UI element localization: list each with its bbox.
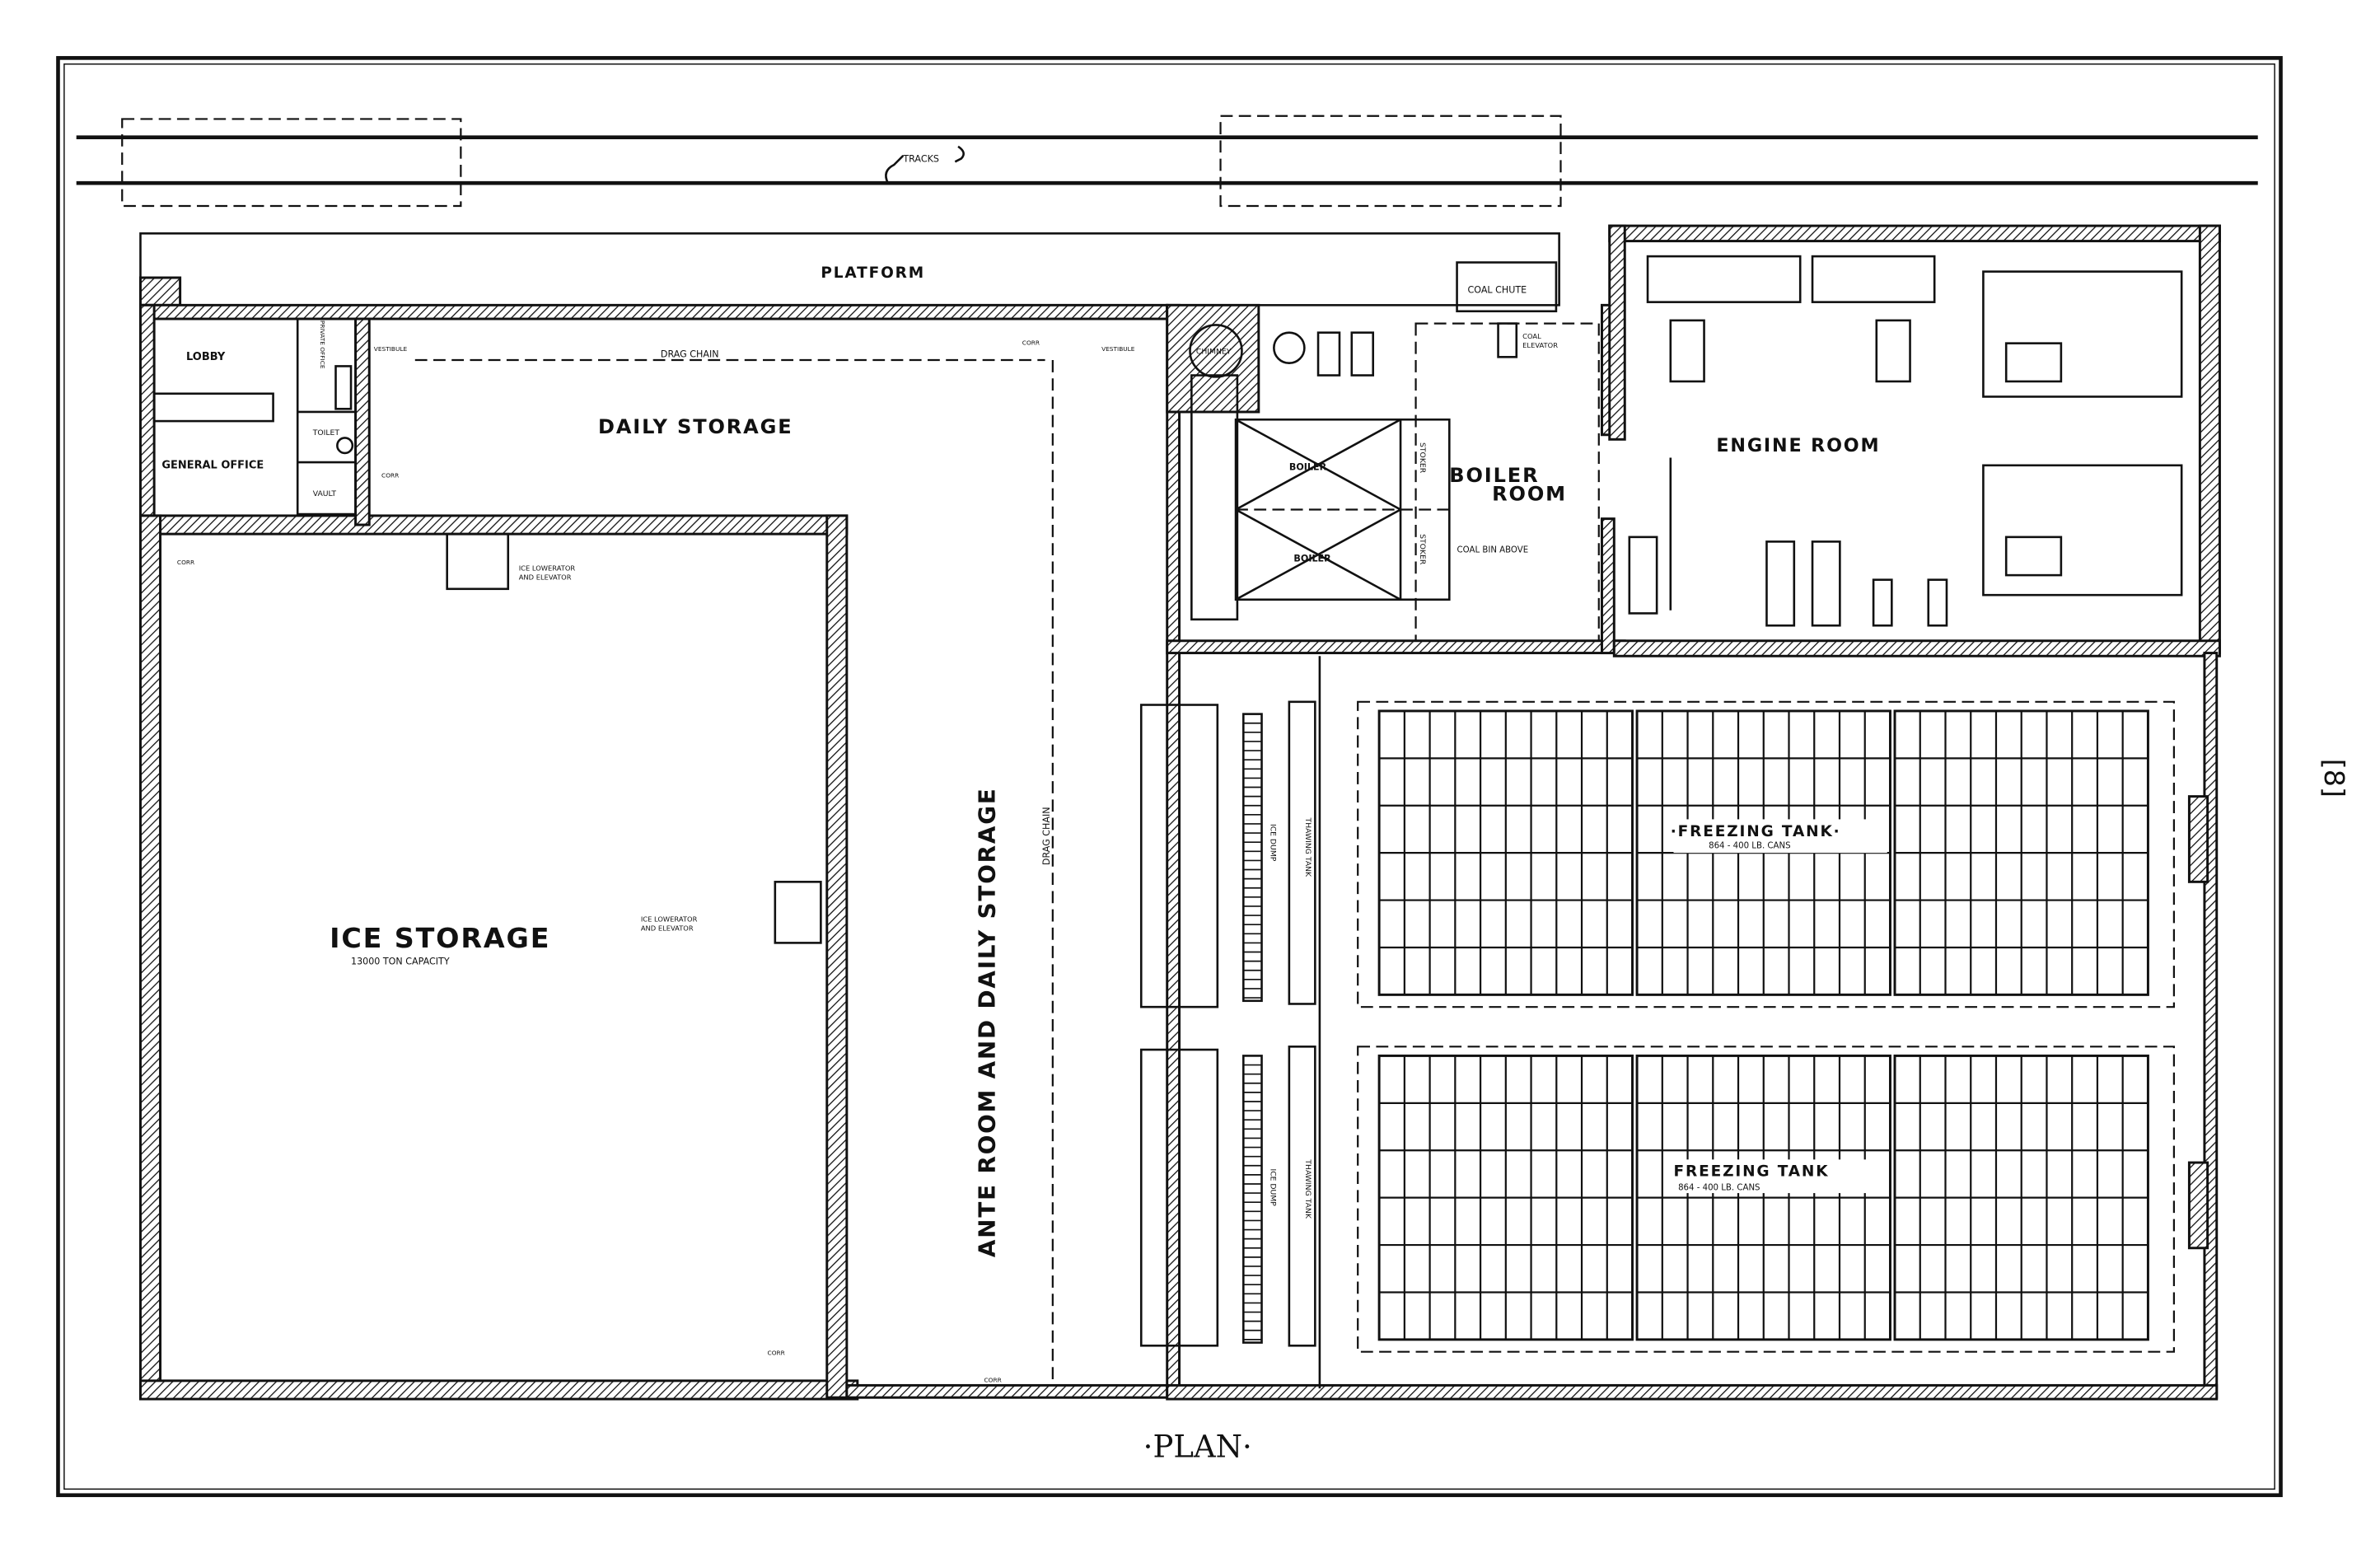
engine-room-label: ENGINE ROOM — [1716, 435, 1880, 456]
ice-dump — [1242, 1055, 1263, 1344]
plan-title: ·PLAN· — [1143, 1429, 1252, 1464]
boiler-room-label: BOILER — [1449, 464, 1539, 487]
ante-room-label: ANTE ROOM AND DAILY STORAGE — [973, 787, 1000, 1257]
corr-label: CORR — [177, 559, 194, 566]
thawing-tank-label: THAWING TANK — [1303, 817, 1312, 878]
ice-lowerator-label: ICE LOWERATOR — [519, 564, 576, 573]
ice-storage-capacity: 13000 TON CAPACITY — [351, 956, 450, 966]
freezing-tank-label: FREEZING TANK — [1674, 1163, 1830, 1181]
private-office-label: PRIVATE OFFICE — [319, 320, 326, 369]
drag-chain-label: DRAG CHAIN — [661, 349, 719, 359]
stoker-label: STOKER — [1418, 442, 1427, 474]
ice-dump-label: ICE DUMP — [1269, 1168, 1278, 1206]
drag-chain-label: DRAG CHAIN — [1041, 807, 1052, 865]
walls — [138, 224, 2221, 1401]
toilet-label: TOILET — [312, 428, 340, 437]
coal-chute-label: COAL CHUTE — [1468, 285, 1527, 296]
office-area: LOBBY GENERAL OFFICE TOILET VAULT PRIVAT… — [152, 317, 1135, 516]
boiler-room: CHIMNEY BOILER BOILER STOKER STOKER BOIL… — [1189, 322, 1600, 642]
thawing-tank — [1288, 1046, 1316, 1347]
corr-label: CORR — [1022, 339, 1040, 347]
ice-lowerator-elevator — [774, 881, 822, 944]
boiler-label: BOILER — [1289, 461, 1327, 472]
coal-chute — [1456, 261, 1558, 313]
tank-room: ICE DUMP ICE DUMP THAWING TANK THAWING T… — [1139, 656, 2176, 1389]
freezing-tank-cans: 864 - 400 LB. CANS — [1678, 1183, 1760, 1192]
ice-dump-label: ICE DUMP — [1269, 824, 1278, 862]
vestibule-label: VESTIBULE — [1101, 345, 1135, 353]
thawing-tank-label: THAWING TANK — [1303, 1158, 1312, 1219]
ice-storage-label: ICE STORAGE — [330, 922, 550, 954]
boiler-label: BOILER — [1293, 553, 1331, 564]
sheet-border-inner — [63, 63, 2275, 1490]
vault-label: VAULT — [313, 489, 337, 498]
page-number: [8] — [2318, 759, 2350, 798]
ice-dump — [1242, 713, 1263, 1003]
freezing-tank-cans: 864 - 400 LB. CANS — [1709, 842, 1790, 851]
chimney-label: CHIMNEY — [1196, 348, 1232, 357]
corr-label: CORR — [381, 472, 399, 480]
daily-storage-label: DAILY STORAGE — [598, 415, 793, 438]
platform-label: PLATFORM — [821, 264, 925, 282]
coal-bin-label: COAL BIN ABOVE — [1457, 545, 1529, 554]
ice-lowerator-label: AND ELEVATOR — [519, 573, 572, 582]
corr-label: CORR — [768, 1349, 785, 1356]
lobby-label: LOBBY — [186, 351, 226, 363]
boiler-room-label: ROOM — [1492, 482, 1567, 505]
railroad-tracks: TRACKS — [76, 115, 2258, 208]
ice-lowerator-label: ICE LOWERATOR — [641, 915, 698, 923]
platform-steps — [138, 276, 182, 306]
ice-lowerator-elevator — [446, 532, 510, 591]
vestibule-label: VESTIBULE — [374, 345, 408, 353]
stoker-label: STOKER — [1418, 534, 1427, 565]
coal-elevator-label: COAL — [1522, 332, 1541, 340]
freezing-tank-label: ·FREEZING TANK· — [1671, 823, 1841, 840]
general-office-label: GENERAL OFFICE — [161, 459, 264, 471]
engine-room: ENGINE ROOM — [1628, 255, 2183, 627]
ice-lowerator-label: AND ELEVATOR — [641, 924, 694, 933]
tracks-label: TRACKS — [902, 153, 939, 164]
corr-label: CORR — [984, 1377, 1002, 1384]
coal-elevator-label: ELEVATOR — [1522, 341, 1558, 349]
thawing-tank — [1288, 700, 1316, 1005]
sheet-border — [56, 56, 2283, 1498]
